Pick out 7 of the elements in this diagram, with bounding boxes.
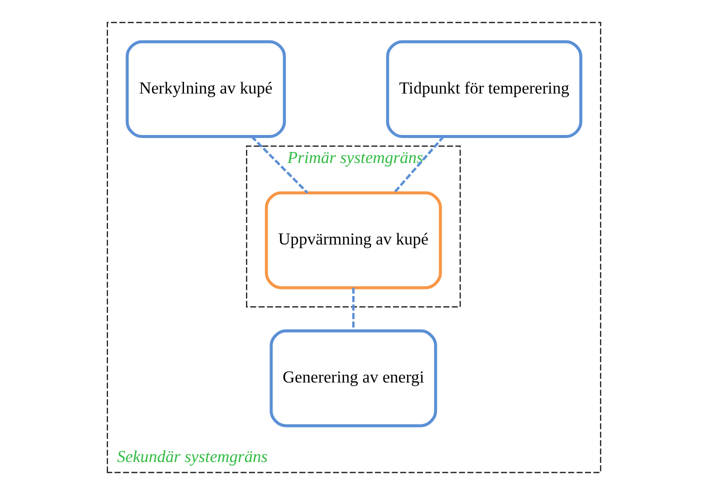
connector xyxy=(250,136,308,194)
connector xyxy=(393,136,444,194)
connector xyxy=(352,288,355,331)
node-box: Tidpunkt för temperering xyxy=(386,40,582,138)
node-box: Generering av energi xyxy=(270,329,438,428)
node-box: Uppvärmning av kupé xyxy=(264,191,442,290)
node-box: Nerkylning av kupé xyxy=(126,40,286,138)
